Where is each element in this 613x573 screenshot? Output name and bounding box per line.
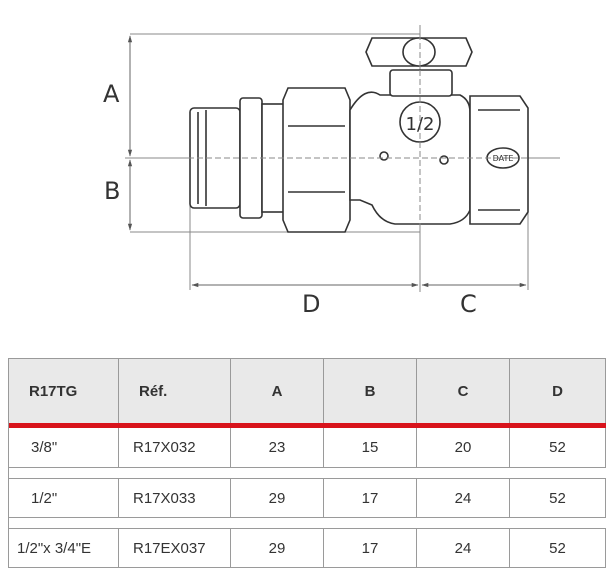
header-c: C [417,358,510,423]
table-header-row: R17TG Réf. A B C D [8,358,606,423]
cell-size: 3/8" [8,428,119,468]
header-a: A [231,358,324,423]
cell-ref: R17EX037 [119,528,231,568]
header-b: B [324,358,417,423]
cell-a: 29 [231,478,324,518]
date-mark: DATE [493,154,514,163]
cell-ref: R17X032 [119,428,231,468]
table-row: 1/2"x 3/4"E R17EX037 29 17 24 52 [8,528,606,568]
cell-d: 52 [510,528,606,568]
dimension-d-label: D [302,290,321,318]
header-d: D [510,358,606,423]
header-ref: Réf. [119,358,231,423]
cell-a: 29 [231,528,324,568]
valve-illustration: 1/2 DATE [125,25,560,292]
table-row: 1/2" R17X033 29 17 24 52 [8,478,606,518]
cell-d: 52 [510,428,606,468]
cell-b: 17 [324,528,417,568]
header-model: R17TG [8,358,119,423]
red-divider [8,423,606,428]
cell-a: 23 [231,428,324,468]
dimension-a-label: A [103,80,120,108]
cell-c: 20 [417,428,510,468]
cell-size: 1/2" [8,478,119,518]
cell-c: 24 [417,478,510,518]
spec-table: R17TG Réf. A B C D 3/8" R17X032 23 15 20… [8,358,606,568]
cell-b: 15 [324,428,417,468]
size-mark: 1/2 [406,114,435,135]
cell-d: 52 [510,478,606,518]
dimension-c-label: C [460,290,477,318]
valve-drawing: 1/2 DATE A B D C [103,25,560,318]
table-row: 3/8" R17X032 23 15 20 52 [8,428,606,468]
cell-size: 1/2"x 3/4"E [8,528,119,568]
cell-b: 17 [324,478,417,518]
cell-ref: R17X033 [119,478,231,518]
cell-c: 24 [417,528,510,568]
dimension-b-label: B [104,177,121,205]
